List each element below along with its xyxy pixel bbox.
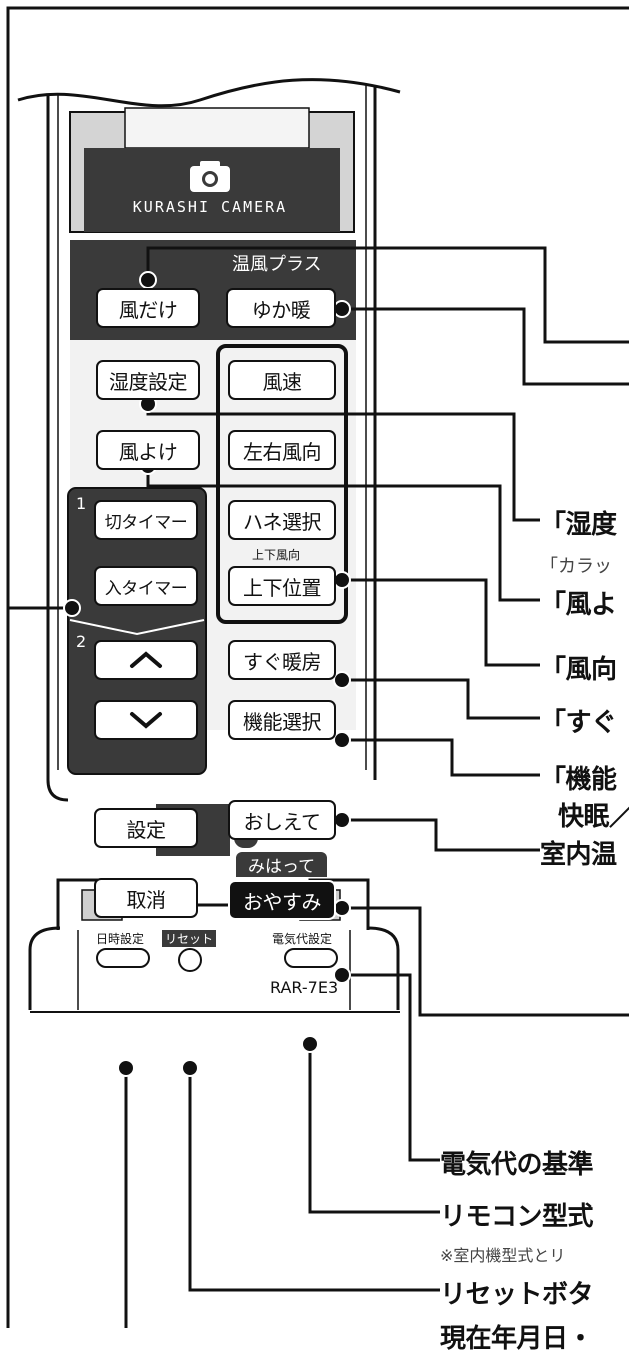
section-number-3: 3 xyxy=(76,800,87,819)
up-arrow-button[interactable] xyxy=(94,640,198,680)
down-arrow-button[interactable] xyxy=(94,700,198,740)
callout-sleep: 快眠／ xyxy=(558,802,629,832)
oshiete-button[interactable]: おしえて xyxy=(228,800,336,840)
kaze-yoke-button[interactable]: 風よけ xyxy=(96,430,200,470)
callout-function: 「機能 xyxy=(540,765,617,795)
callout-humidity: 「湿度 xyxy=(540,510,617,540)
sugu-danbo-button[interactable]: すぐ暖房 xyxy=(228,640,336,680)
camera-icon xyxy=(186,158,234,194)
reset-button[interactable] xyxy=(178,948,202,972)
joge-ichi-button[interactable]: 上下位置 xyxy=(228,566,336,606)
callout-electricity: 電気代の基準 xyxy=(440,1150,594,1180)
once-daily-label: 一回／毎日 xyxy=(92,857,177,877)
callout-room-temp: 室内温 xyxy=(540,840,617,870)
chevron-down-icon xyxy=(130,712,162,729)
callout-datetime: 現在年月日・ xyxy=(440,1324,594,1354)
settei-button[interactable]: 設定 xyxy=(94,808,198,848)
kino-sentaku-button[interactable]: 機能選択 xyxy=(228,700,336,740)
hane-sentaku-button[interactable]: ハネ選択 xyxy=(228,500,336,540)
warm-plus-label: 温風プラス xyxy=(232,254,322,275)
electricity-button[interactable] xyxy=(284,948,338,968)
yuka-dan-button[interactable]: ゆか暖 xyxy=(226,288,336,328)
electricity-label: 電気代設定 xyxy=(272,932,333,946)
section-number-2: 2 xyxy=(76,632,87,651)
kaze-dake-button[interactable]: 風だけ xyxy=(96,288,200,328)
callout-humidity-sub: 「カラッ xyxy=(540,556,612,577)
callout-model: リモコン型式 xyxy=(440,1202,594,1232)
callout-wind-direction: 「風向 xyxy=(540,655,617,685)
reset-label: リセット xyxy=(162,930,217,947)
torikeshi-button[interactable]: 取消 xyxy=(94,878,198,918)
datetime-button[interactable] xyxy=(96,948,150,968)
oyasumi-button[interactable]: おやすみ xyxy=(228,880,336,920)
mihatte-label: みはって xyxy=(236,852,328,877)
callout-quick-heat: 「すぐ xyxy=(540,708,617,738)
chevron-up-icon xyxy=(130,651,162,668)
shitsudo-settei-button[interactable]: 湿度設定 xyxy=(96,360,200,400)
callout-reset: リセットボタ xyxy=(440,1280,594,1310)
callout-wind-avoid: 「風よ xyxy=(540,590,617,620)
kiri-timer-button[interactable]: 切タイマー xyxy=(94,500,198,540)
fusoku-button[interactable]: 風速 xyxy=(228,360,336,400)
datetime-label: 日時設定 xyxy=(96,932,145,946)
iri-timer-button[interactable]: 入タイマー xyxy=(94,566,198,606)
callout-model-note: ※室内機型式とリ xyxy=(440,1246,566,1265)
camera-label: KURASHI CAMERA xyxy=(132,198,288,216)
section-number-1: 1 xyxy=(76,494,87,513)
sayu-fuko-button[interactable]: 左右風向 xyxy=(228,430,336,470)
vertical-direction-label: 上下風向 xyxy=(252,548,301,562)
model-label: RAR-7E3 xyxy=(270,978,339,997)
